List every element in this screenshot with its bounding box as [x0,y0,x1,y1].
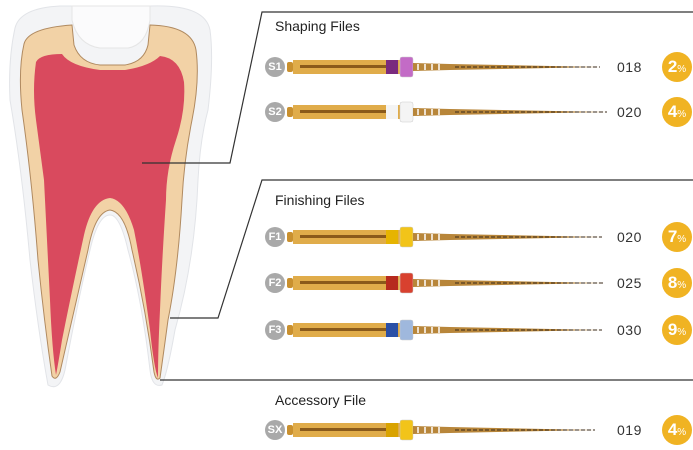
file-handle-cap [287,278,293,288]
file-color-band [386,323,398,337]
file-handle-cap [287,62,293,72]
file-handle-cap [287,107,293,117]
file-handle-groove [300,328,388,331]
file-tip-size: 018 [617,59,642,75]
callout-line-finishing [170,179,693,319]
taper-unit: % [677,234,687,245]
file-tip-size: 020 [617,229,642,245]
file-handle-groove [300,428,388,431]
section-heading: Finishing Files [275,192,365,208]
file-tip-size: 019 [617,422,642,438]
file-color-band [386,276,398,290]
file-shaft [413,279,604,287]
file-color-band [386,423,398,437]
taper-value: 2 [667,57,678,76]
file-code-badge: S2 [265,102,285,122]
file-code-badge: F1 [265,227,285,247]
taper-unit: % [677,427,687,438]
taper-percent-badge: 7% [662,222,692,252]
file-code-badge: F2 [265,273,285,293]
taper-unit: % [677,64,687,75]
file-color-collar [399,319,414,341]
taper-value: 7 [667,227,678,246]
taper-value: 4 [667,420,678,439]
file-code-badge: S1 [265,57,285,77]
section-heading: Accessory File [275,392,367,408]
file-shaft [413,326,602,334]
file-instrument [287,101,607,123]
taper-value: 8 [667,273,678,292]
file-instrument [287,319,602,341]
file-instrument [287,272,604,294]
taper-percent-badge: 9% [662,315,692,345]
file-handle-groove [300,235,388,238]
file-handle-cap [287,325,293,335]
taper-percent-badge: 4% [662,415,692,445]
section-heading: Shaping Files [275,18,360,34]
file-color-band [386,105,398,119]
file-instruments [287,56,607,441]
file-handle-cap [287,232,293,242]
tooth-pulp [34,54,185,378]
taper-percent-badge: 4% [662,97,692,127]
file-color-band [386,230,398,244]
file-tip-size: 030 [617,322,642,338]
taper-unit: % [677,280,687,291]
taper-unit: % [677,327,687,338]
file-instrument [287,419,595,441]
file-tip-size: 025 [617,275,642,291]
file-shaft [413,233,602,241]
file-code-badge: F3 [265,320,285,340]
taper-unit: % [677,109,687,120]
file-color-collar [399,272,414,294]
taper-percent-badge: 2% [662,52,692,82]
file-instrument [287,56,600,78]
taper-value: 9 [667,320,678,339]
file-instrument [287,226,602,248]
file-color-collar [399,226,414,248]
file-handle-groove [300,281,388,284]
callout-lines [142,11,693,381]
file-code-badge: SX [265,420,285,440]
file-color-collar [399,101,414,123]
taper-percent-badge: 8% [662,268,692,298]
file-handle-groove [300,65,388,68]
callout-line-shaping [142,11,693,164]
taper-value: 4 [667,102,678,121]
file-handle-groove [300,110,388,113]
tooth-crown-cavity [71,5,151,49]
file-color-band [386,60,398,74]
file-tip-size: 020 [617,104,642,120]
tooth-illustration [9,5,213,388]
file-color-collar [399,419,414,441]
file-handle-cap [287,425,293,435]
file-color-collar [399,56,414,78]
